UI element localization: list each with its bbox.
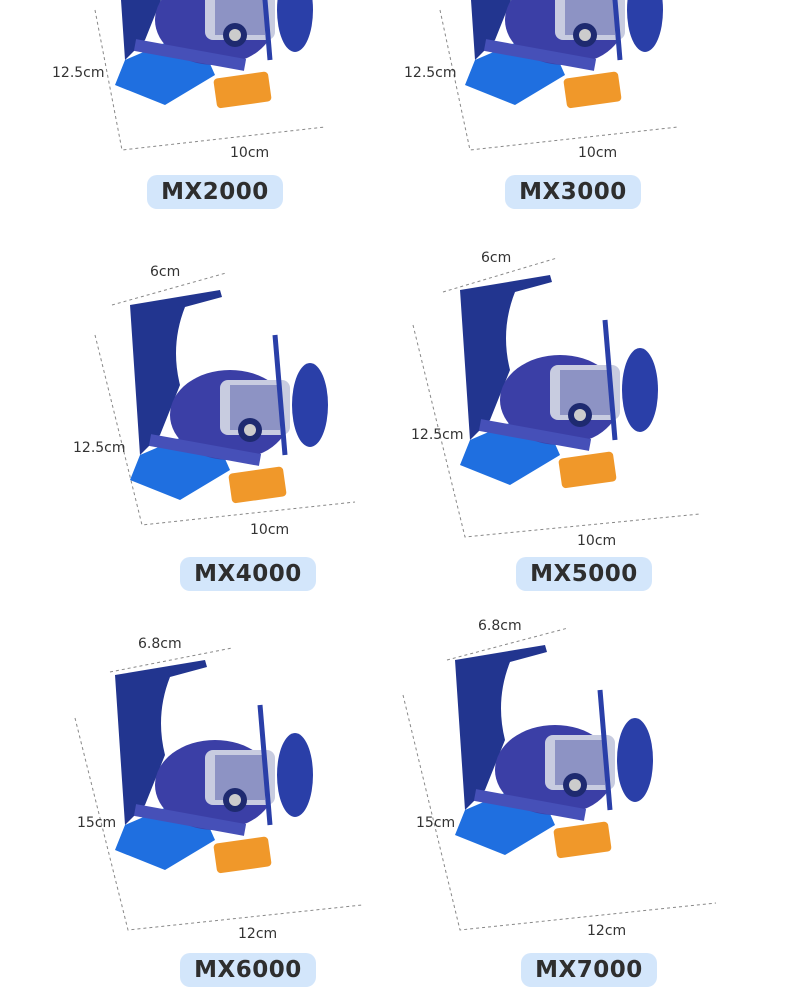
model-label: MX3000 [505, 175, 641, 209]
reel-body [130, 290, 328, 500]
dimension-line [439, 9, 679, 151]
fishing-reel-image [440, 270, 700, 530]
spool-width-label: 6.8cm [478, 618, 522, 634]
dimension-line [446, 627, 569, 661]
height-label: 15cm [416, 815, 456, 831]
reel-body [465, 0, 663, 105]
height-label: 15cm [77, 815, 117, 831]
reel-body [115, 660, 313, 870]
width-label: 10cm [578, 145, 618, 161]
height-label: 12.5cm [73, 440, 126, 456]
fishing-reel-image [110, 285, 370, 545]
fishing-reel-image [435, 640, 695, 900]
spool-width-label: 6cm [481, 250, 512, 266]
model-label: MX2000 [147, 175, 283, 209]
spool-width-label: 6cm [150, 264, 181, 280]
dimension-line [94, 9, 326, 151]
model-label: MX7000 [521, 953, 657, 987]
reel-body [455, 645, 653, 855]
fishing-reel-image [95, 655, 355, 915]
height-label: 12.5cm [411, 427, 464, 443]
width-label: 10cm [577, 533, 617, 549]
width-label: 10cm [230, 145, 270, 161]
handle-knob [213, 71, 272, 109]
dimension-line [442, 257, 558, 293]
fishing-reel-image [445, 0, 705, 150]
handle-knob [553, 821, 612, 859]
height-label: 12.5cm [404, 65, 457, 81]
dimension-line [412, 324, 701, 538]
fishing-reel-image [95, 0, 355, 150]
dimension-line [94, 334, 356, 526]
dimension-line [109, 647, 233, 673]
handle-knob [228, 466, 287, 504]
handle-knob [563, 71, 622, 109]
width-label: 12cm [238, 926, 278, 942]
reel-body [460, 275, 658, 485]
dimension-line [74, 717, 363, 931]
dimension-line [402, 694, 717, 931]
reel-body [115, 0, 313, 105]
spool-width-label: 6.8cm [138, 636, 182, 652]
dimension-line [111, 272, 227, 306]
model-label: MX6000 [180, 953, 316, 987]
width-label: 10cm [250, 522, 290, 538]
width-label: 12cm [587, 923, 627, 939]
model-label: MX4000 [180, 557, 316, 591]
model-label: MX5000 [516, 557, 652, 591]
handle-knob [558, 451, 617, 489]
handle-knob [213, 836, 272, 874]
height-label: 12.5cm [52, 65, 105, 81]
